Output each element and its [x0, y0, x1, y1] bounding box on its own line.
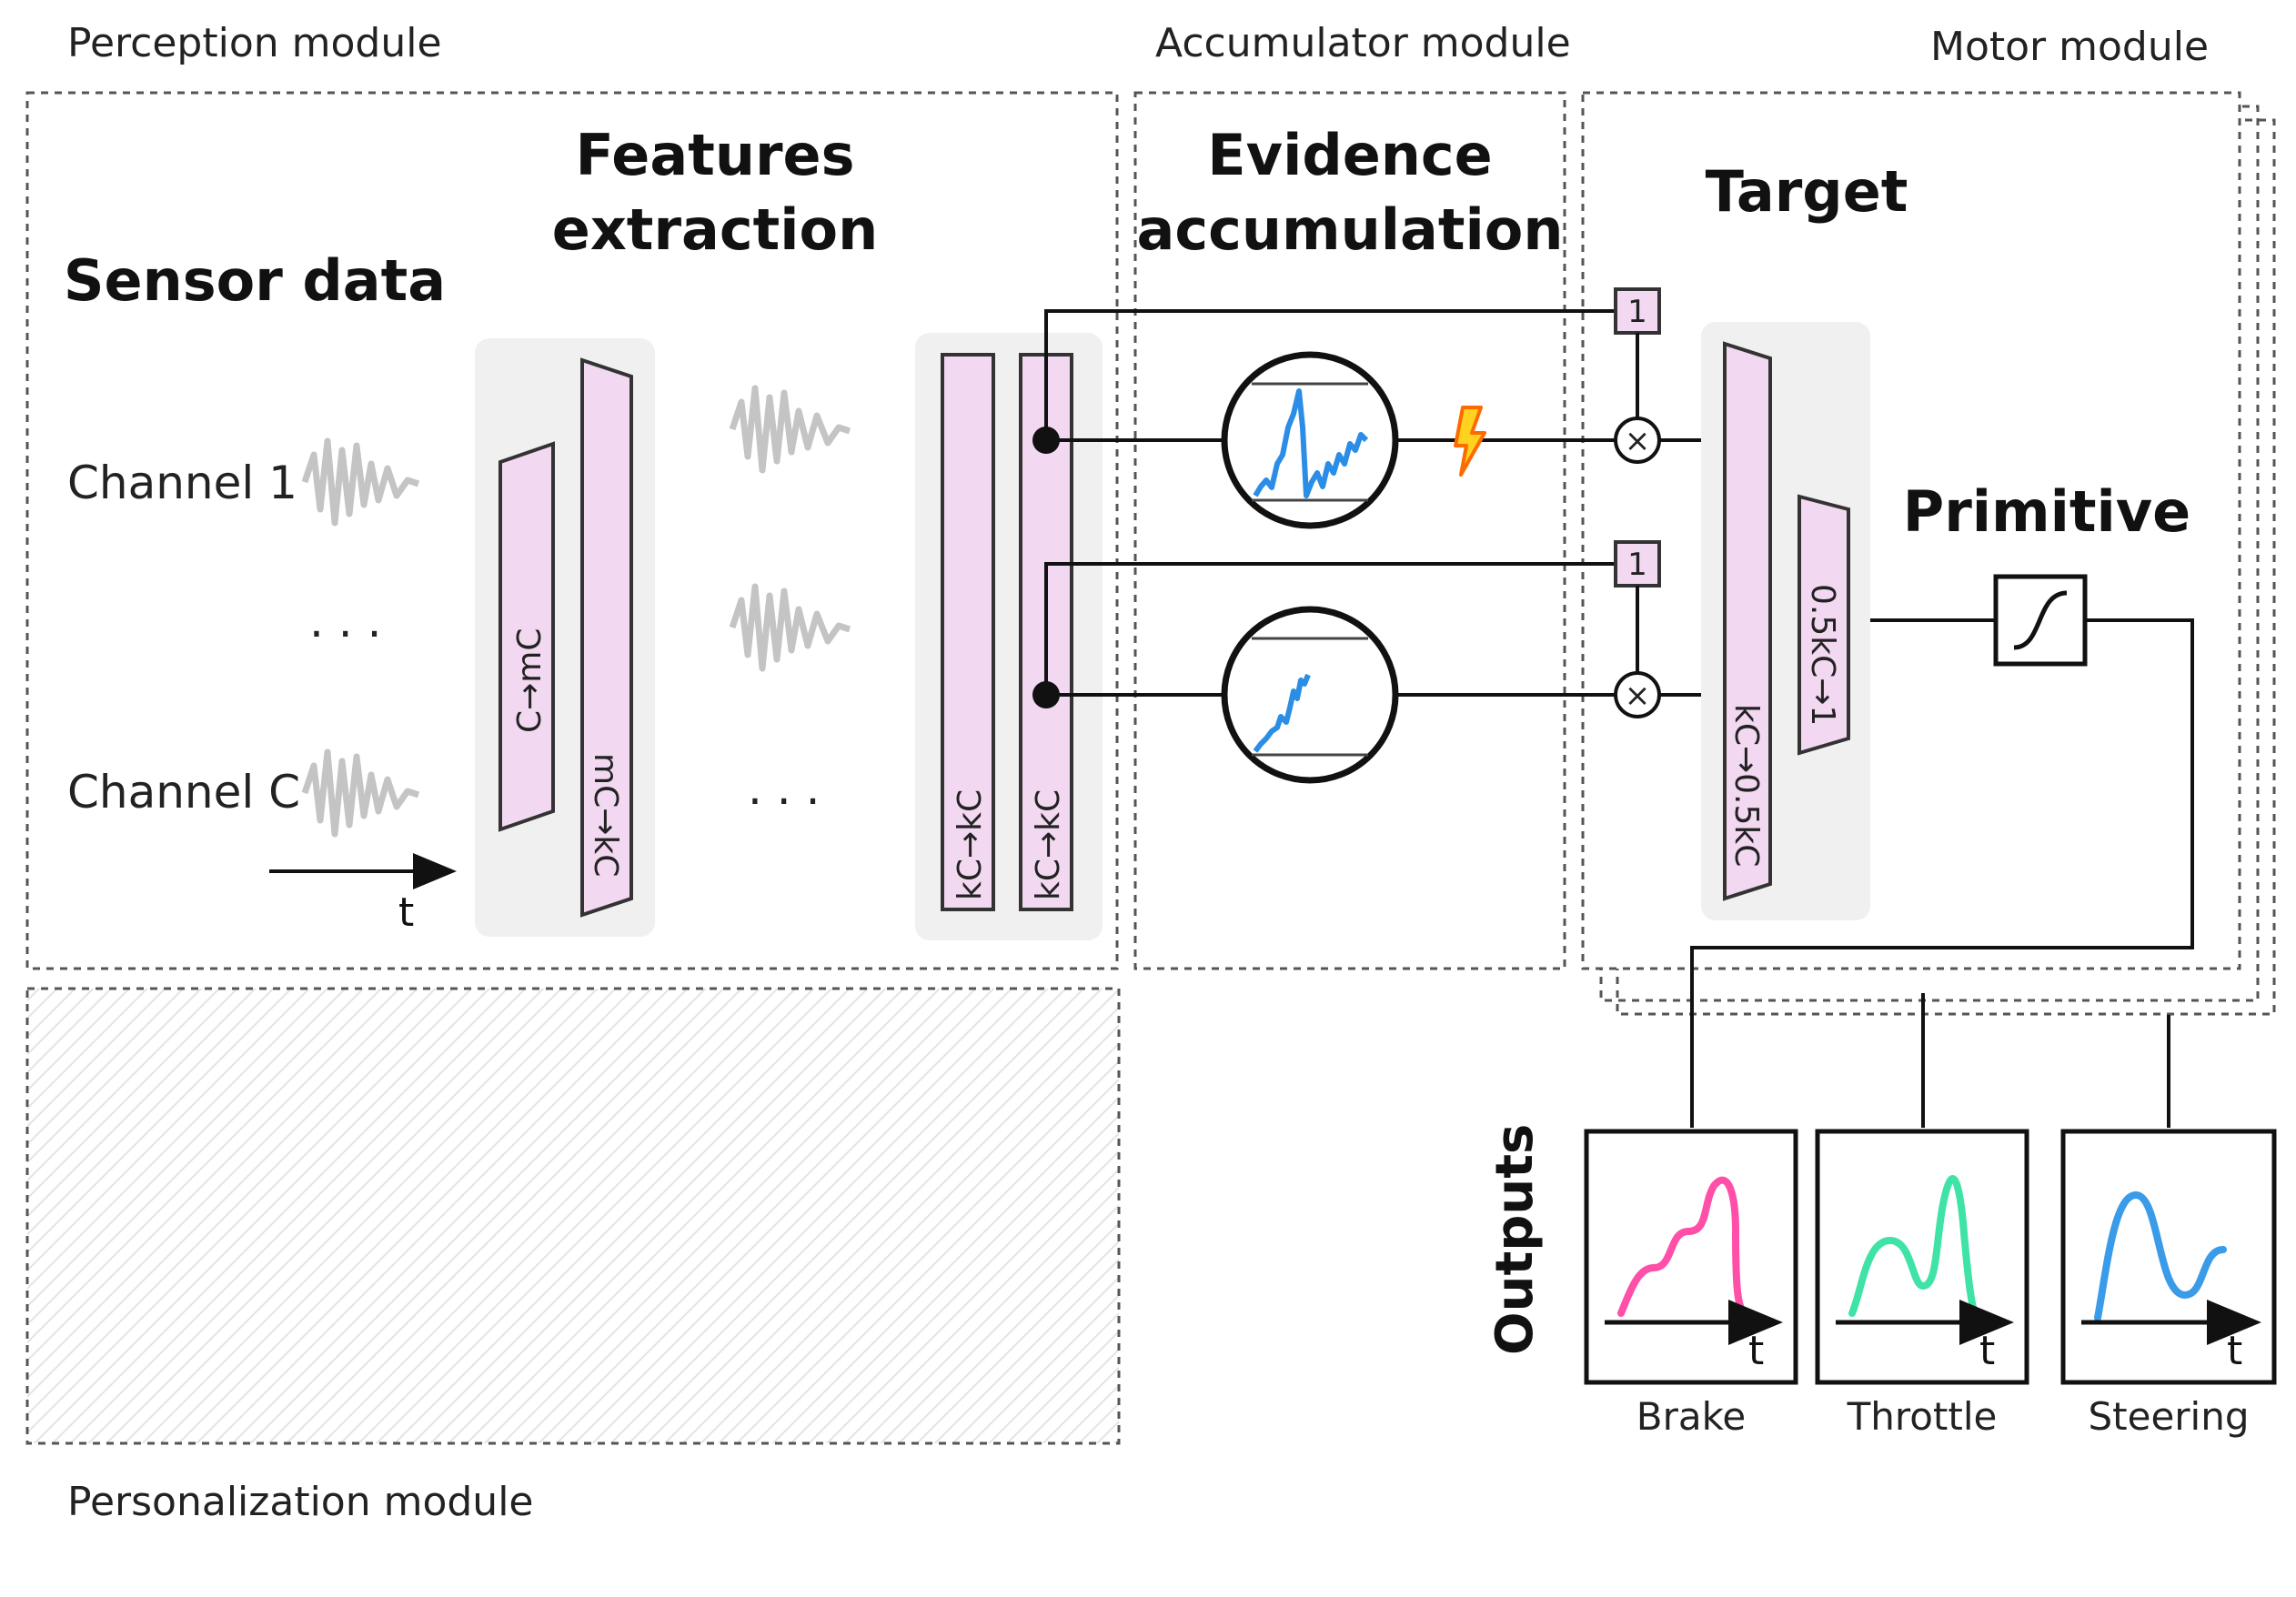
sensor-data-heading: Sensor data	[64, 247, 446, 314]
motor-module-box	[1581, 91, 2241, 970]
output-throttle-box	[1815, 1129, 2029, 1385]
personalization-module-box	[25, 987, 1121, 1445]
evidence-heading-line2: accumulation	[1137, 196, 1564, 263]
layer-mc-to-kc	[580, 357, 633, 918]
layer-half-to-one-label: 0.5kC→1	[1804, 584, 1841, 726]
layer-c-to-mc-label: C→mC	[511, 628, 549, 733]
motor-module-label: Motor module	[1930, 24, 2209, 70]
layer-mc-to-kc-label: mC→kC	[587, 753, 624, 877]
feature-signal-2-icon	[729, 583, 851, 672]
channel-ellipsis: . . .	[309, 595, 381, 648]
layer-kc-to-kc-1	[941, 353, 995, 911]
features-heading-line2: extraction	[552, 196, 878, 263]
channel-1-label: Channel 1	[67, 457, 297, 509]
output-steering-time-label: t	[2227, 1328, 2242, 1374]
perception-module-box	[25, 91, 1119, 970]
output-brake-label: Brake	[1636, 1394, 1746, 1439]
output-brake-box	[1584, 1129, 1798, 1385]
multiply-symbol-2: ×	[1625, 678, 1651, 714]
bypass-wire-2	[1044, 562, 1637, 695]
layer-kc-to-kc-1-label: kC→kC	[952, 789, 989, 900]
feature-ellipsis: . . .	[748, 762, 820, 815]
channel-1-signal-icon	[301, 437, 420, 527]
feature-signal-1-icon	[729, 385, 851, 474]
output-brake-curve	[1617, 1176, 1754, 1321]
accumulator-module-label: Accumulator module	[1155, 20, 1571, 66]
accumulator-1-trace	[1253, 388, 1369, 498]
personalization-module-label: Personalization module	[67, 1479, 534, 1525]
outputs-label: Outputs	[1485, 1124, 1545, 1355]
gate-one-box-1	[1614, 287, 1661, 335]
gate-one-label-1: 1	[1627, 294, 1647, 330]
sigmoid-icon	[2013, 590, 2068, 650]
multiply-symbol-1: ×	[1625, 423, 1651, 459]
bypass-wire-1	[1044, 309, 1637, 440]
output-steering-label: Steering	[2088, 1394, 2249, 1439]
evidence-heading-line1: Evidence	[1207, 122, 1492, 188]
layer-half-to-one	[1798, 494, 1850, 756]
accumulator-module-box	[1133, 91, 1566, 970]
accumulator-2-trace	[1253, 673, 1311, 753]
features-heading-line1: Features	[575, 122, 854, 188]
target-heading: Target	[1706, 158, 1908, 225]
channel-c-signal-icon	[301, 748, 420, 838]
output-brake-time-label: t	[1748, 1328, 1764, 1374]
output-throttle-label: Throttle	[1847, 1394, 1998, 1439]
layer-kc-to-half-label: kC→0.5kC	[1727, 704, 1765, 867]
wire-primitive-to-brake	[1690, 618, 2194, 1128]
time-axis-label: t	[398, 889, 414, 936]
lightning-bolt-icon	[1454, 406, 1486, 477]
output-steering-curve	[2094, 1190, 2227, 1321]
primitive-heading: Primitive	[1903, 478, 2190, 545]
perception-module-label: Perception module	[67, 20, 442, 66]
layer-kc-to-kc-2-label: kC→kC	[1030, 789, 1067, 900]
output-throttle-time-label: t	[1979, 1328, 1995, 1374]
gate-one-label-2: 1	[1627, 547, 1647, 583]
output-throttle-curve	[1848, 1175, 1981, 1321]
layer-kc-to-half	[1723, 341, 1772, 901]
layer-c-to-mc	[498, 441, 555, 832]
channel-c-label: Channel C	[67, 766, 300, 819]
